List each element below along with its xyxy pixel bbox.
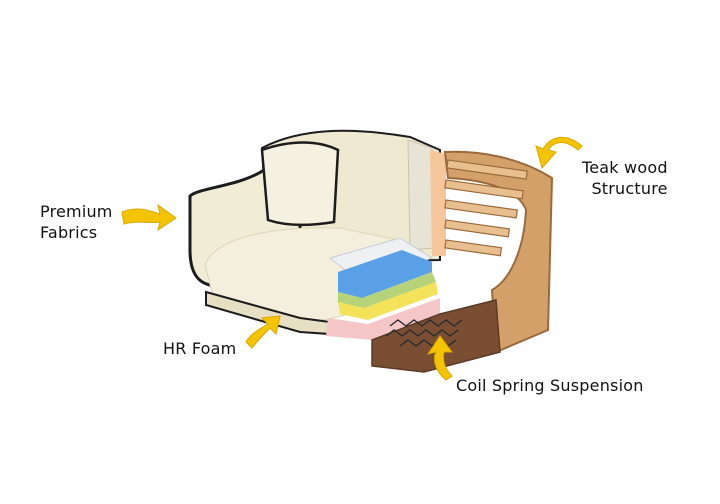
foam-green	[338, 272, 436, 308]
teak-slats	[444, 159, 528, 257]
foam-blue	[338, 250, 432, 298]
label-coil-spring-suspension: Coil Spring Suspension	[456, 376, 644, 395]
label-teak-line2: Structure	[591, 179, 668, 198]
label-premium-fabrics-line2: Fabrics	[40, 223, 98, 242]
back-batting-layer	[407, 139, 435, 251]
label-premium-fabrics: Premium Fabrics	[40, 201, 113, 243]
foam-pink	[326, 298, 440, 340]
back-pillow	[260, 141, 340, 227]
label-premium-fabrics-line1: Premium	[40, 202, 113, 221]
foam-yellow	[338, 282, 438, 320]
label-teak-line1: Teak wood	[582, 158, 668, 177]
base-frame	[371, 299, 501, 373]
label-teak-wood-structure: Teak wood Structure	[582, 157, 668, 199]
label-hr-foam: HR Foam	[163, 339, 237, 358]
arrow-icon	[245, 315, 281, 349]
arrow-icon	[426, 335, 453, 381]
arrow-icon	[121, 203, 177, 232]
back-orange-layer	[430, 150, 446, 256]
arrow-icon	[535, 136, 583, 170]
